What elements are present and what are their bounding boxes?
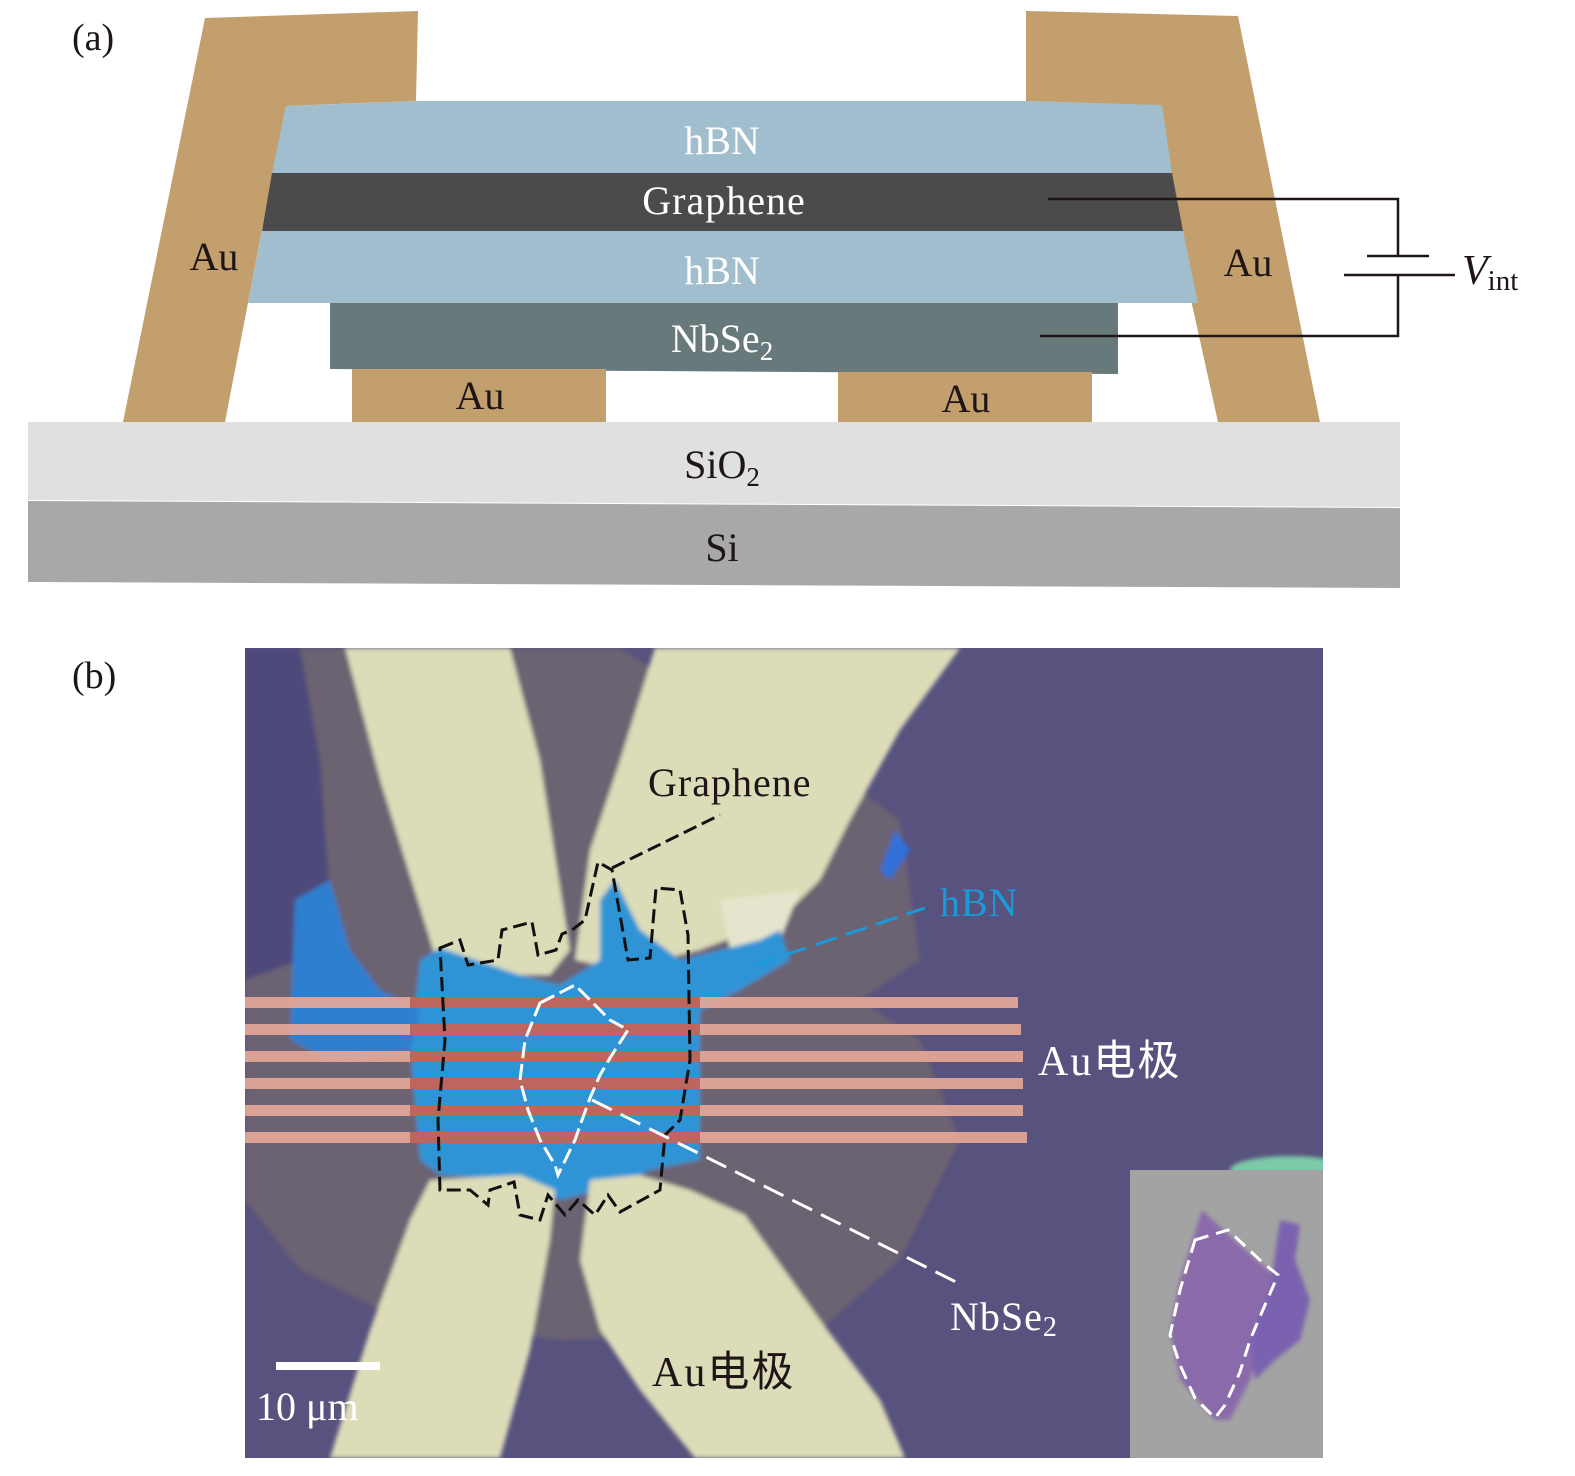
electrode-stripe-on-hbn (410, 1132, 700, 1143)
au-right-tall-label: Au (1224, 240, 1273, 285)
hbn-flake-edge-right (880, 830, 910, 880)
voltage-label-subscript: int (1488, 265, 1519, 297)
hbn-bottom-label: hBN (684, 248, 760, 293)
nbse2-outline (518, 983, 631, 1180)
bias-circuit (1040, 197, 1455, 338)
electrode-stripe (245, 1132, 1027, 1143)
hbn-flake (410, 880, 790, 1200)
nbse2-label: NbSe2 (671, 316, 773, 366)
inset-background (1130, 1170, 1323, 1458)
teal-flake (1230, 1156, 1323, 1184)
nbse2-annotation: NbSe2 (950, 1294, 1058, 1343)
electrode-stripe (245, 1105, 1023, 1116)
sio2-label-main: SiO (684, 442, 746, 487)
si-layer (28, 501, 1400, 588)
au-electrode-bottom-right (838, 372, 1092, 423)
graphene-label: Graphene (642, 178, 805, 223)
nbse2-wire (1040, 275, 1400, 338)
nbse2-layer (330, 303, 1118, 374)
panel-a-label: (a) (72, 17, 114, 59)
panel-a-device-schematic: (a) hBN Graphene hBN NbSe2 SiO2 Si Au Au… (28, 11, 1518, 588)
au-electrode-bottom-annotation: Au电极 (652, 1350, 795, 1396)
graphite-flake-region (245, 648, 960, 1340)
nbse2-label-subscript: 2 (760, 336, 774, 366)
electrode-stripe-on-hbn (410, 1078, 700, 1089)
voltage-label: Vint (1462, 248, 1518, 297)
au-electrode-top-left (345, 648, 570, 975)
sio2-layer (28, 422, 1400, 507)
inset-nbse2-flake (1170, 1210, 1280, 1420)
voltage-label-main: V (1462, 248, 1492, 294)
hbn-top-layer (272, 101, 1172, 173)
electrode-stripe-on-hbn (410, 997, 700, 1008)
au-bottom-right-label: Au (942, 376, 991, 421)
au-electrode-top-right (575, 648, 960, 970)
nbse2-annotation-subscript: 2 (1043, 1312, 1058, 1343)
electrode-stripe (245, 1078, 1023, 1089)
nbse2-callout-line (591, 1098, 959, 1285)
au-electrode-bottom-left (352, 369, 606, 423)
scale-bar-label: 10 μm (256, 1384, 359, 1429)
panel-b-label: (b) (72, 655, 116, 697)
au-electrode-left-tall (123, 11, 418, 422)
electrode-stripe (245, 997, 1018, 1008)
si-label: Si (705, 525, 738, 570)
graphene-wire (1048, 197, 1400, 256)
hbn-flake-left (290, 880, 420, 1060)
au-electrode-bottom-right (580, 1175, 905, 1458)
electrode-stripe (245, 1024, 1021, 1035)
nbse2-label-main: NbSe (671, 316, 760, 361)
light-flake (720, 890, 800, 950)
hbn-annotation: hBN (940, 880, 1019, 925)
scale-bar (276, 1362, 380, 1370)
au-electrode-right-annotation: Au电极 (1038, 1039, 1181, 1085)
inset-nbse2-outline (1168, 1228, 1280, 1421)
dark-flake-left (245, 648, 330, 980)
electrode-stripe (245, 1051, 1023, 1062)
graphene-layer (262, 173, 1183, 231)
sio2-label-subscript: 2 (746, 462, 760, 492)
micrograph (245, 648, 1323, 1458)
graphene-callout-line (611, 813, 721, 870)
inset-optical-image (1130, 1170, 1323, 1458)
hbn-top-label: hBN (684, 118, 760, 163)
au-electrode-bottom-left (330, 1175, 555, 1458)
au-electrode-stripes (245, 997, 1027, 1143)
inset-side-flake (1250, 1220, 1310, 1380)
electrode-stripe-on-hbn (410, 1051, 700, 1062)
hbn-callout-line (754, 906, 926, 967)
electrode-stripe-on-hbn (410, 1105, 700, 1116)
electrode-stripe-on-hbn (410, 1024, 700, 1035)
au-left-tall-label: Au (190, 234, 239, 279)
substrate (245, 648, 1323, 1458)
hbn-bottom-layer (248, 231, 1198, 303)
sio2-label: SiO2 (684, 442, 760, 492)
au-bottom-left-label: Au (456, 373, 505, 418)
nbse2-annotation-main: NbSe (950, 1294, 1043, 1339)
graphene-outline (436, 859, 692, 1222)
graphene-annotation: Graphene (648, 760, 811, 805)
